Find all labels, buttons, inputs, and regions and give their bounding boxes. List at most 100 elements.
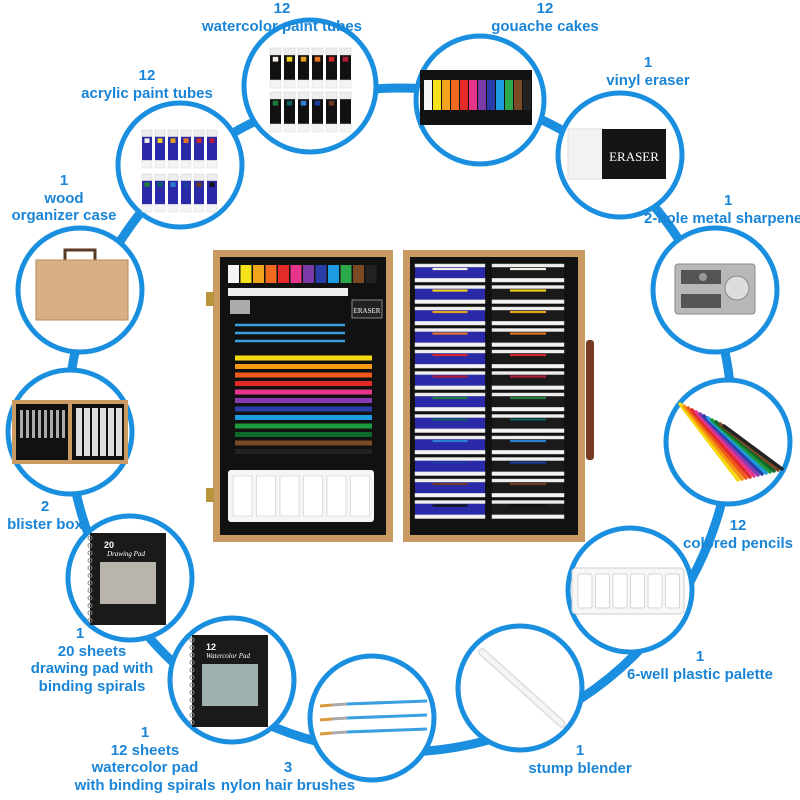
gouache-cake xyxy=(303,265,314,283)
gouache-cake xyxy=(514,80,522,110)
watercolor-tube xyxy=(491,457,565,476)
acrylic-tubes-image xyxy=(141,129,218,213)
gouache-cake xyxy=(523,80,531,110)
hinge xyxy=(206,292,214,306)
watercolor-tubes-image xyxy=(269,47,352,133)
gouache-cake xyxy=(340,265,352,283)
gouache-cake xyxy=(496,80,504,110)
watercolor-tube xyxy=(311,47,324,89)
palette-well xyxy=(630,573,645,609)
acrylic-tube xyxy=(154,173,166,213)
watercolor-tube xyxy=(491,306,565,326)
watercolor-tube xyxy=(283,91,296,133)
gouache-cakes-image xyxy=(420,70,532,125)
gouache-cake xyxy=(265,265,277,283)
acrylic-tube xyxy=(414,414,486,433)
gouache-cake xyxy=(315,265,327,283)
watercolor-tube xyxy=(297,47,310,89)
acrylic-tube xyxy=(167,173,179,213)
watercolor-tube xyxy=(325,47,338,89)
acrylic-tube xyxy=(141,173,153,213)
watercolor-tube xyxy=(491,285,565,304)
brush xyxy=(319,699,428,708)
acrylic-tube xyxy=(167,129,179,169)
gouache-cake xyxy=(278,265,289,283)
palette-well xyxy=(577,573,593,609)
brush xyxy=(319,727,428,736)
eraser-text: ERASER xyxy=(609,149,659,164)
eraser xyxy=(351,299,383,319)
acrylic-tube xyxy=(141,129,153,169)
pad-title: Drawing Pad xyxy=(106,550,145,558)
pad-count: 20 xyxy=(104,540,114,550)
gouache-cake xyxy=(469,80,477,110)
acrylic-tube xyxy=(414,478,486,498)
pencil xyxy=(722,424,784,471)
case-handle xyxy=(586,340,594,460)
acrylic-tube xyxy=(414,349,486,369)
acrylic-tube xyxy=(414,263,486,283)
watercolor-tube xyxy=(491,371,565,390)
watercolor-tube xyxy=(491,328,565,347)
acrylic-tube xyxy=(414,371,486,390)
central-case-image: ERASER xyxy=(206,250,594,542)
acrylic-tube xyxy=(414,435,486,455)
palette-well xyxy=(665,573,680,609)
watercolor-tube xyxy=(491,414,565,433)
pencil xyxy=(690,408,752,479)
gouache-cake xyxy=(228,265,239,283)
colored-pencils-image xyxy=(678,402,784,482)
pad-title: Watercolor Pad xyxy=(206,652,251,660)
gouache-cake xyxy=(451,80,459,110)
gouache-cake xyxy=(505,80,513,110)
case-handle xyxy=(63,248,97,260)
watercolor-tube xyxy=(491,349,565,369)
gouache-cake xyxy=(240,265,252,283)
watercolor-tube xyxy=(269,47,282,89)
pencil xyxy=(682,404,744,481)
watercolor-tubes-circle xyxy=(241,17,379,155)
acrylic-tube xyxy=(414,285,486,304)
gouache-cake xyxy=(487,80,495,110)
acrylic-tube xyxy=(206,173,218,213)
acrylic-tube xyxy=(414,457,486,476)
palette-image xyxy=(571,567,685,615)
gouache-cake xyxy=(365,265,377,283)
watercolor-tube xyxy=(339,91,352,133)
wood-case-image xyxy=(35,248,129,321)
acrylic-tube xyxy=(414,306,486,326)
pencil xyxy=(678,402,740,482)
watercolor-tube xyxy=(283,47,296,89)
brush xyxy=(319,713,428,722)
gouache-cake xyxy=(442,80,450,110)
acrylic-tube xyxy=(414,328,486,347)
vinyl-eraser-image: ERASER xyxy=(567,128,666,180)
brushes-image xyxy=(319,699,428,736)
pencil xyxy=(694,410,756,478)
gouache-cake xyxy=(290,265,302,283)
watercolor-tube xyxy=(269,91,282,133)
pencil xyxy=(698,412,760,477)
watercolor-tube xyxy=(311,91,324,133)
blister-box-image xyxy=(12,400,128,464)
watercolor-tube xyxy=(339,47,352,89)
watercolor-tube xyxy=(491,263,565,283)
palette-well xyxy=(647,573,663,609)
watercolor-tube xyxy=(491,435,565,455)
sharpener-image xyxy=(674,263,756,315)
stump-blender-image xyxy=(478,648,566,728)
acrylic-tube xyxy=(414,392,486,412)
